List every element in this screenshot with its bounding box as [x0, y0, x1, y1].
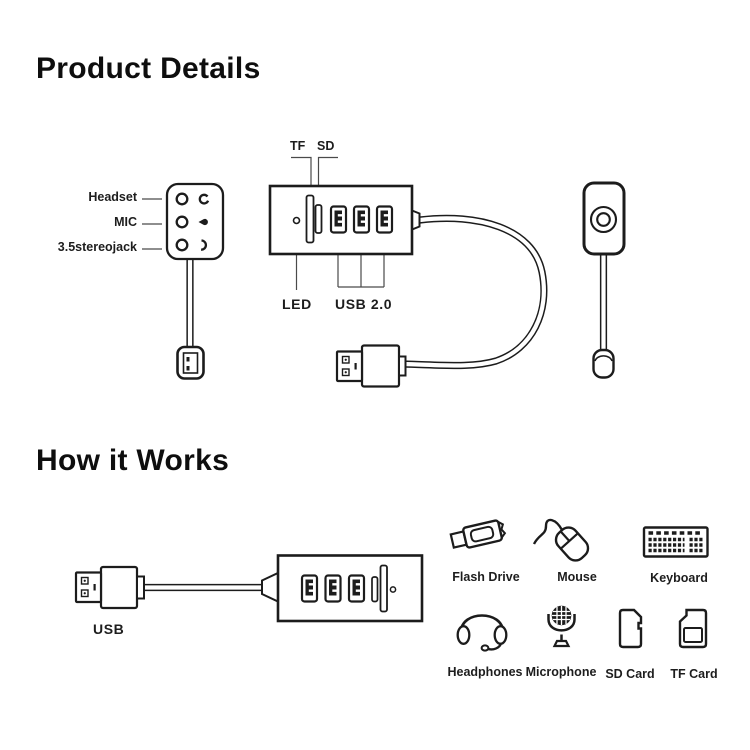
sd-slot	[371, 576, 379, 603]
keyboard-label: Keyboard	[650, 571, 708, 585]
mouse-label: Mouse	[557, 570, 597, 584]
led-dot	[292, 216, 301, 225]
headphones-label: Headphones	[447, 665, 523, 679]
headphones-icon	[456, 614, 508, 652]
usb-label: USB	[93, 621, 125, 637]
led-dot	[389, 586, 397, 593]
stereo-jack-port-icon	[200, 239, 208, 251]
mic-label: MIC	[114, 215, 137, 229]
sd-card-icon	[618, 608, 643, 649]
sd-label: SD	[317, 139, 335, 153]
adapter-leader-lines	[142, 198, 162, 250]
sd-slot	[314, 204, 323, 234]
microphone-icon	[547, 605, 576, 648]
usb20-label: USB 2.0	[335, 296, 393, 312]
mouse-icon	[532, 518, 590, 562]
microphone-label: Microphone	[525, 665, 597, 679]
product-details-heading: Product Details	[36, 52, 261, 85]
mic-port-icon	[198, 218, 208, 226]
hub-side-view-drawing	[582, 181, 626, 379]
flash-drive-label: Flash Drive	[452, 570, 520, 584]
tf-slot	[305, 194, 315, 244]
headset-port-icon	[198, 193, 210, 205]
stereo-jack-label: 3.5stereojack	[57, 240, 137, 254]
hub-top-view-drawing	[268, 184, 421, 256]
sd-card-label: SD Card	[605, 667, 655, 681]
tf-card-label: TF Card	[670, 667, 718, 681]
keyboard-icon	[642, 526, 709, 558]
usb-cable-drawing	[398, 214, 548, 370]
hub-leader-lines	[295, 254, 385, 290]
headset-label: Headset	[88, 190, 137, 204]
tf-slot	[379, 564, 388, 613]
tf-label: TF	[290, 139, 306, 153]
hub-with-plug-drawing	[74, 554, 424, 623]
led-label: LED	[282, 296, 312, 312]
how-it-works-heading: How it Works	[36, 444, 230, 477]
flash-drive-icon	[449, 519, 507, 549]
usb-plug-drawing	[335, 344, 407, 388]
tf-card-icon	[678, 608, 708, 649]
audio-adapter-drawing	[165, 182, 225, 380]
